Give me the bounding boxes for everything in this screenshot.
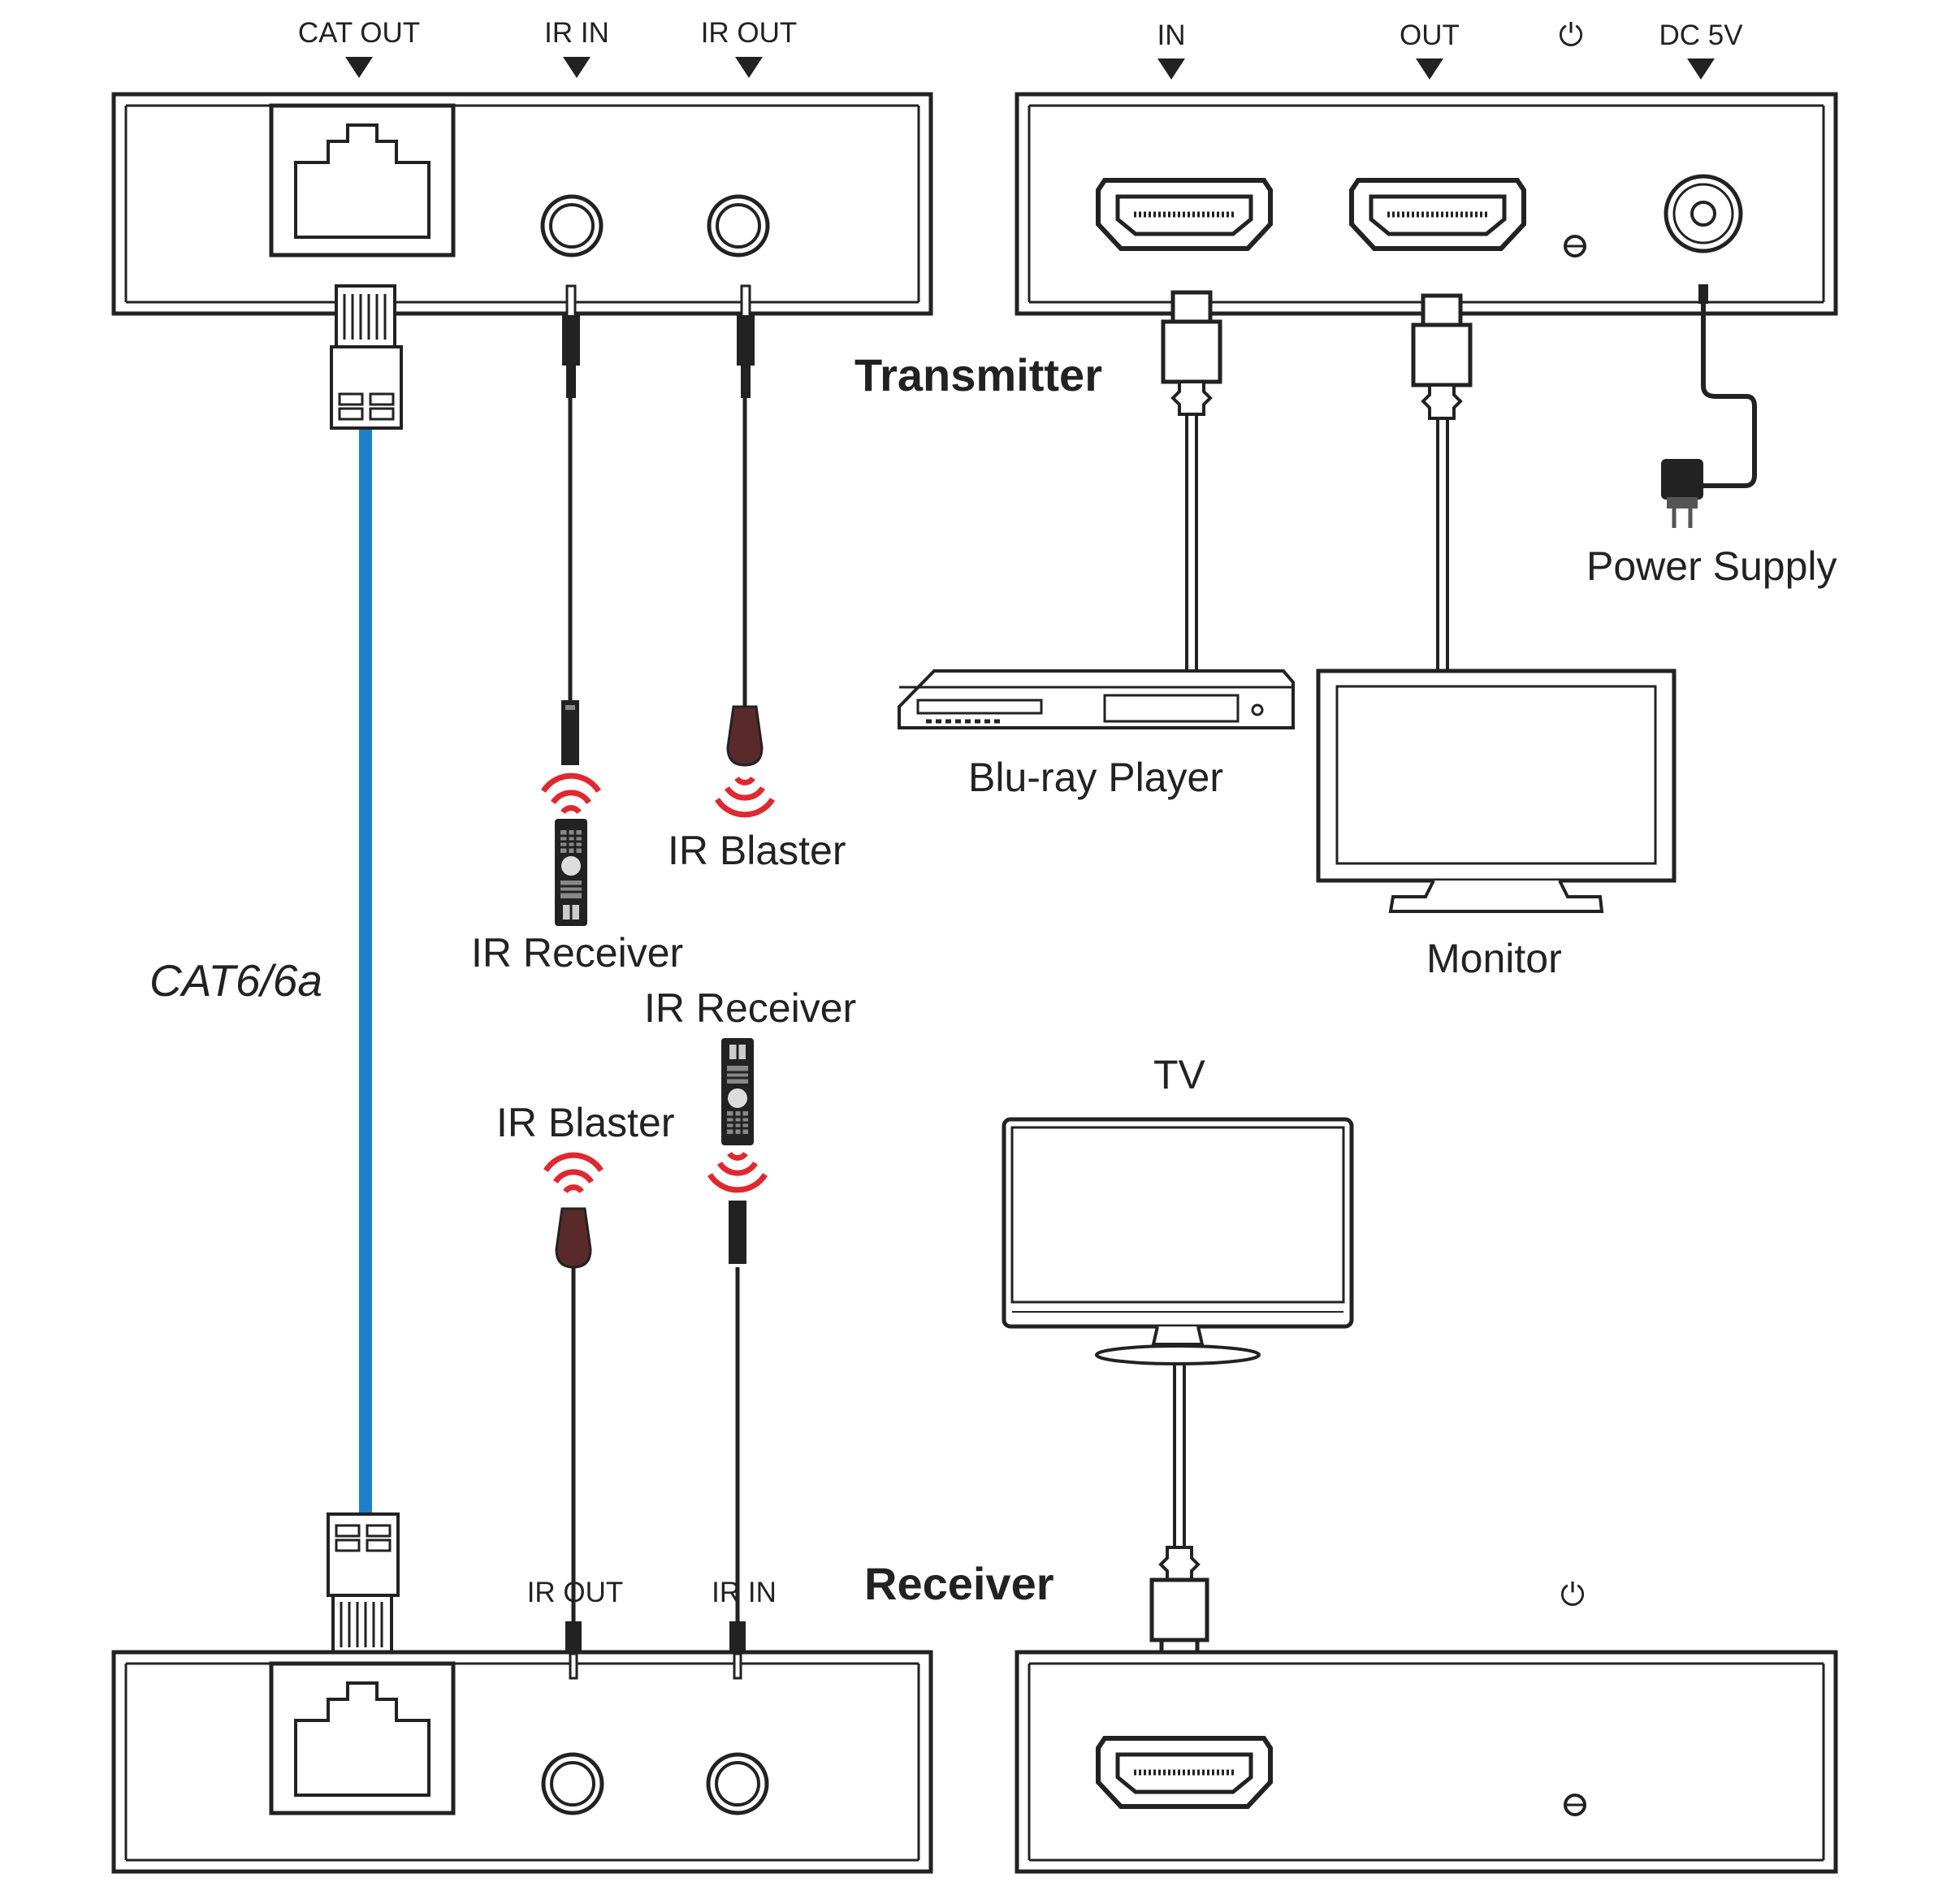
rx-ir-plugs [565,1621,746,1680]
monitor-label: Monitor [1426,936,1562,981]
ir-signal-icon [710,1153,765,1190]
rx-ir-receiver-label: IR Receiver [644,985,857,1031]
cable-label: CAT6/6a [149,955,322,1006]
power-icon: ⏻ [1560,1577,1586,1612]
power-supply-label: Power Supply [1586,543,1837,589]
transmitter-right-unit [1015,92,1838,316]
ir-jack-icon [708,1755,767,1813]
tx-ir-blaster-label: IR Blaster [668,828,846,873]
rj45-port-icon [271,106,453,255]
transmitter-title: Transmitter [855,349,1102,400]
tx-ir-blaster-device [717,705,772,815]
tv-icon [1002,1117,1354,1365]
ir-jack-icon [543,1755,602,1813]
hdmi-port-icon [1352,180,1524,249]
power-adapter-icon [1661,459,1703,528]
tx-rj45-plug [330,284,403,430]
port-arrows [345,57,1715,80]
power-cord [1701,318,1757,488]
monitor-icon [1316,669,1677,913]
tx-hdmi-cables [1185,414,1449,673]
rx-ir-blaster-label: IR Blaster [496,1100,675,1145]
remote-control-icon [720,1036,755,1147]
receiver-title: Receiver [864,1558,1054,1609]
transmitter-left-unit [111,92,933,316]
tv-label: TV [1153,1052,1205,1097]
receiver-left-unit [111,1650,933,1874]
port-label-ir-out: IR OUT [700,17,798,49]
ir-jack-icon [709,197,768,255]
ir-signal-icon [717,778,772,815]
ir-signal-icon [546,1155,601,1192]
port-label-hdmi-out: OUT [1400,19,1460,51]
rx-ir-cables [571,1267,740,1625]
tx-ir-plugs [562,284,755,398]
power-led-icon [1564,235,1586,257]
port-label-rx-ir-out: IR OUT [526,1577,624,1608]
remote-control-icon [553,817,589,928]
tx-ir-receiver-device [543,700,599,928]
receiver-right-unit [1015,1650,1838,1874]
tx-hdmi-plugs [1161,290,1473,420]
power-icon: ⏻ [1558,17,1584,53]
port-label-dc-5v: DC 5V [1659,19,1743,51]
ir-jack-icon [543,197,601,255]
tx-ir-receiver-label: IR Receiver [471,930,684,976]
dc-plug [1698,284,1708,318]
port-label-rx-ir-in: IR IN [712,1577,777,1608]
port-label-ir-in: IR IN [544,17,609,49]
hdmi-port-icon [1098,1738,1270,1807]
rx-ir-blaster-device [546,1155,601,1269]
blu-ray-label: Blu-ray Player [968,755,1223,800]
tx-ir-cables [568,325,747,707]
power-led-icon [1564,1794,1586,1816]
hdmi-port-icon [1098,180,1270,249]
port-label-cat-out: CAT OUT [297,17,421,49]
blu-ray-player-icon [898,669,1295,729]
rj45-port-icon [271,1664,453,1813]
rx-rj45-plug [327,1512,400,1654]
rx-ir-receiver-device [710,1036,765,1264]
dc-jack-icon [1664,174,1743,253]
ir-signal-icon [543,776,599,812]
port-label-hdmi-in: IN [1157,19,1186,51]
